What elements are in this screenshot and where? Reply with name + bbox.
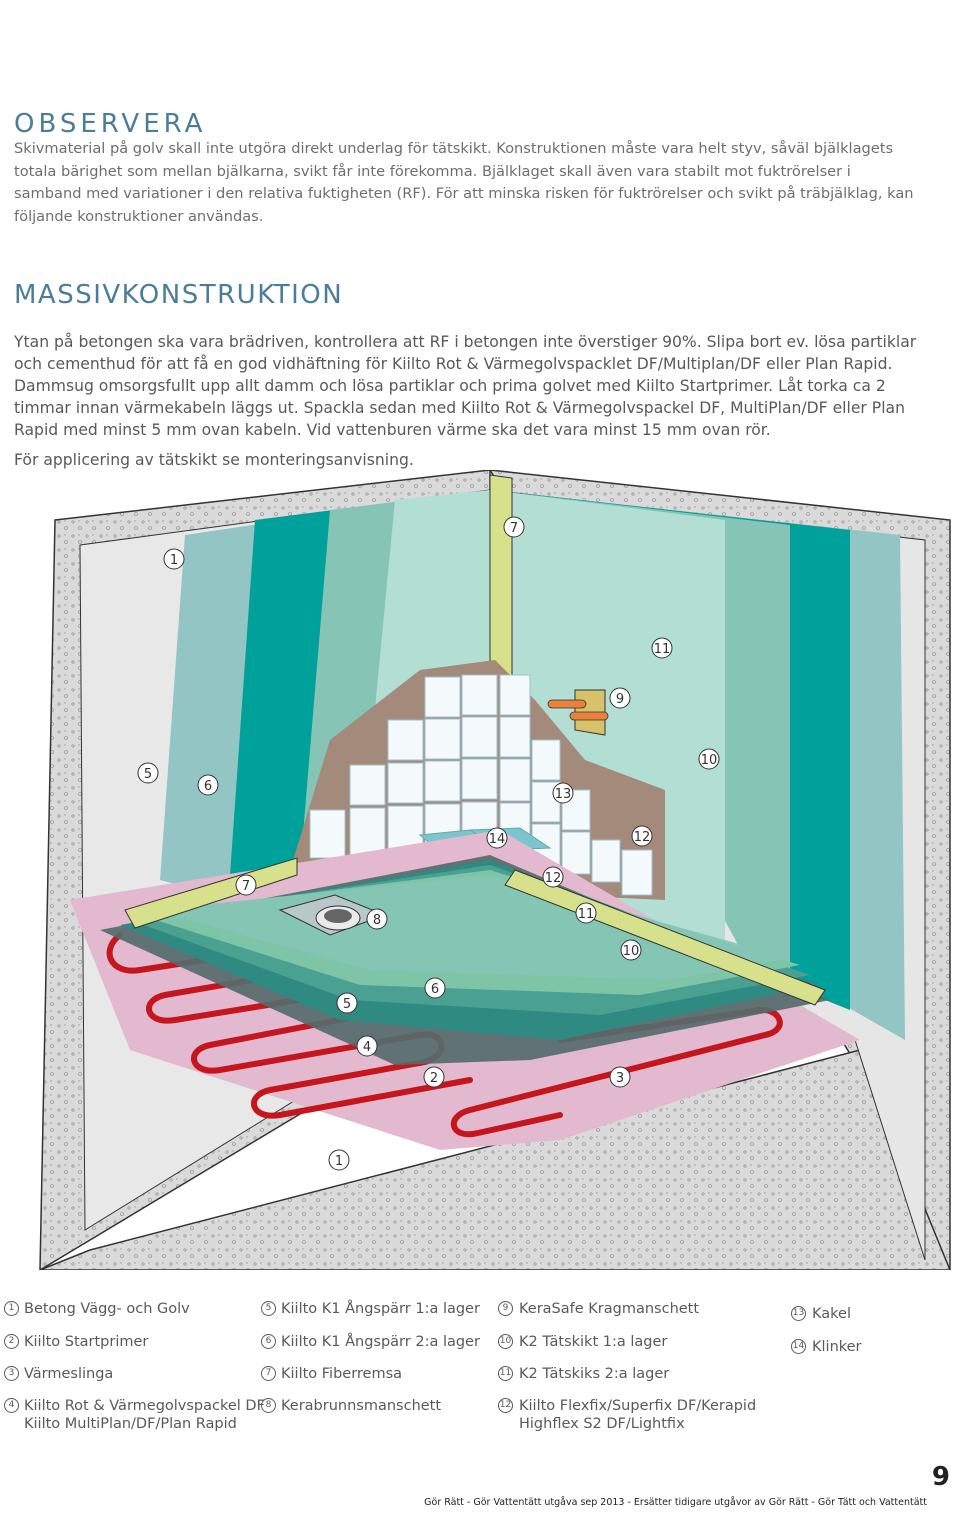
legend-item: 5 Kiilto K1 Ångspärr 1:a lager bbox=[261, 1300, 480, 1318]
svg-text:7: 7 bbox=[510, 521, 518, 536]
page-number: 9 bbox=[931, 1462, 950, 1492]
callout-1-floor: 1 bbox=[328, 1149, 350, 1171]
svg-text:2: 2 bbox=[430, 1071, 438, 1086]
legend-label: K2 Tätskiks 2:a lager bbox=[519, 1366, 670, 1382]
svg-text:13: 13 bbox=[555, 787, 572, 802]
legend-number: 7 bbox=[261, 1366, 276, 1381]
legend-label: Kiilto Startprimer bbox=[24, 1334, 149, 1350]
callout-11-wall: 11 bbox=[651, 637, 673, 659]
callout-5-wall: 5 bbox=[137, 762, 159, 784]
svg-text:6: 6 bbox=[431, 982, 439, 997]
observera-title: OBSERVERA bbox=[14, 109, 207, 139]
callout-6-wall: 6 bbox=[197, 774, 219, 796]
bathroom-layer-diagram: 1 7 11 9 5 6 10 13 14 12 7 12 8 11 10 6 … bbox=[39, 470, 951, 1270]
svg-text:11: 11 bbox=[654, 642, 671, 657]
legend-number: 6 bbox=[261, 1334, 276, 1349]
callout-2: 2 bbox=[423, 1066, 445, 1088]
legend-number: 13 bbox=[791, 1306, 806, 1321]
legend-number: 3 bbox=[4, 1366, 19, 1381]
legend-label: Kakel bbox=[812, 1306, 851, 1322]
legend-label: K2 Tätskikt 1:a lager bbox=[519, 1334, 668, 1350]
legend-number: 10 bbox=[498, 1334, 513, 1349]
footer-text: Gör Rätt - Gör Vattentätt utgåva sep 201… bbox=[424, 1497, 927, 1508]
legend-label: Kiilto Flexfix/Superfix DF/Kerapid Highf… bbox=[519, 1398, 757, 1432]
callout-1-wall: 1 bbox=[163, 548, 185, 570]
legend-item: 7 Kiilto Fiberremsa bbox=[261, 1365, 403, 1383]
svg-text:5: 5 bbox=[144, 767, 152, 782]
svg-text:7: 7 bbox=[242, 879, 250, 894]
svg-text:11: 11 bbox=[578, 907, 595, 922]
wall-tiles-right bbox=[499, 674, 653, 896]
callout-7-floor: 7 bbox=[235, 874, 257, 896]
legend-item: 3 Värmeslinga bbox=[4, 1365, 114, 1383]
legend-number: 2 bbox=[4, 1334, 19, 1349]
legend-item: 11 K2 Tätskiks 2:a lager bbox=[498, 1365, 670, 1383]
legend-item: 14 Klinker bbox=[791, 1338, 862, 1356]
svg-text:1: 1 bbox=[335, 1154, 343, 1169]
application-note: För applicering av tätskikt se montering… bbox=[14, 451, 414, 469]
legend-item: 4 Kiilto Rot & Värmegolvspackel DF Kiilt… bbox=[4, 1397, 265, 1433]
svg-text:6: 6 bbox=[204, 779, 212, 794]
callout-7-corner: 7 bbox=[503, 516, 525, 538]
svg-text:4: 4 bbox=[363, 1040, 371, 1055]
observera-text: Skivmaterial på golv skall inte utgöra d… bbox=[14, 140, 914, 225]
massivkonstruktion-title: MASSIVKONSTRUKTION bbox=[14, 280, 344, 310]
legend-item: 12 Kiilto Flexfix/Superfix DF/Kerapid Hi… bbox=[498, 1397, 757, 1433]
callout-13: 13 bbox=[552, 782, 574, 804]
callout-6-floor: 6 bbox=[424, 977, 446, 999]
callout-11-floor: 11 bbox=[575, 902, 597, 924]
legend-label: Kiilto K1 Ångspärr 2:a lager bbox=[281, 1334, 480, 1350]
svg-text:1: 1 bbox=[170, 553, 178, 568]
callout-9: 9 bbox=[609, 687, 631, 709]
legend-number: 1 bbox=[4, 1301, 19, 1316]
legend-item: 10 K2 Tätskikt 1:a lager bbox=[498, 1333, 668, 1351]
svg-text:10: 10 bbox=[701, 753, 718, 768]
svg-text:14: 14 bbox=[489, 832, 506, 847]
legend-item: 9 KeraSafe Kragmanschett bbox=[498, 1300, 700, 1318]
callout-14: 14 bbox=[486, 827, 508, 849]
svg-text:12: 12 bbox=[545, 871, 562, 886]
callout-10-wall: 10 bbox=[698, 748, 720, 770]
legend-label: Betong Vägg- och Golv bbox=[24, 1301, 190, 1317]
legend-item: 13 Kakel bbox=[791, 1305, 851, 1323]
legend-label: Kerabrunnsmanschett bbox=[281, 1398, 442, 1414]
legend-number: 12 bbox=[498, 1398, 513, 1413]
legend-number: 11 bbox=[498, 1366, 513, 1381]
pipe-upper bbox=[547, 699, 587, 709]
legend-item: 8 Kerabrunnsmanschett bbox=[261, 1397, 442, 1415]
massivkonstruktion-text: Ytan på betongen ska vara brädriven, kon… bbox=[14, 333, 917, 439]
legend-item: 1 Betong Vägg- och Golv bbox=[4, 1300, 190, 1318]
legend-number: 5 bbox=[261, 1301, 276, 1316]
legend-number: 8 bbox=[261, 1398, 276, 1413]
svg-text:8: 8 bbox=[373, 913, 381, 928]
callout-4: 4 bbox=[356, 1035, 378, 1057]
svg-text:12: 12 bbox=[634, 830, 651, 845]
legend-label: Kiilto K1 Ångspärr 1:a lager bbox=[281, 1301, 480, 1317]
svg-text:5: 5 bbox=[343, 997, 351, 1012]
callout-12-floor: 12 bbox=[542, 866, 564, 888]
legend-number: 14 bbox=[791, 1339, 806, 1354]
legend-number: 4 bbox=[4, 1398, 19, 1413]
callout-10-floor: 10 bbox=[620, 939, 642, 961]
callout-8: 8 bbox=[366, 908, 388, 930]
legend-label: KeraSafe Kragmanschett bbox=[519, 1301, 700, 1317]
legend-label: Klinker bbox=[812, 1339, 862, 1355]
legend-item: 6 Kiilto K1 Ångspärr 2:a lager bbox=[261, 1333, 480, 1351]
legend-number: 9 bbox=[498, 1301, 513, 1316]
svg-text:10: 10 bbox=[623, 944, 640, 959]
legend-label: Kiilto Rot & Värmegolvspackel DF Kiilto … bbox=[24, 1398, 265, 1432]
svg-text:3: 3 bbox=[616, 1071, 624, 1086]
svg-text:9: 9 bbox=[616, 692, 624, 707]
pipe-lower bbox=[569, 711, 609, 721]
legend-label: Värmeslinga bbox=[24, 1366, 114, 1382]
callout-5-floor: 5 bbox=[336, 992, 358, 1014]
fiber-tape-left bbox=[124, 857, 298, 929]
legend-label: Kiilto Fiberremsa bbox=[281, 1366, 403, 1382]
callout-12-wall: 12 bbox=[631, 825, 653, 847]
drain-opening bbox=[324, 909, 352, 923]
callout-3: 3 bbox=[609, 1066, 631, 1088]
legend-item: 2 Kiilto Startprimer bbox=[4, 1333, 149, 1351]
